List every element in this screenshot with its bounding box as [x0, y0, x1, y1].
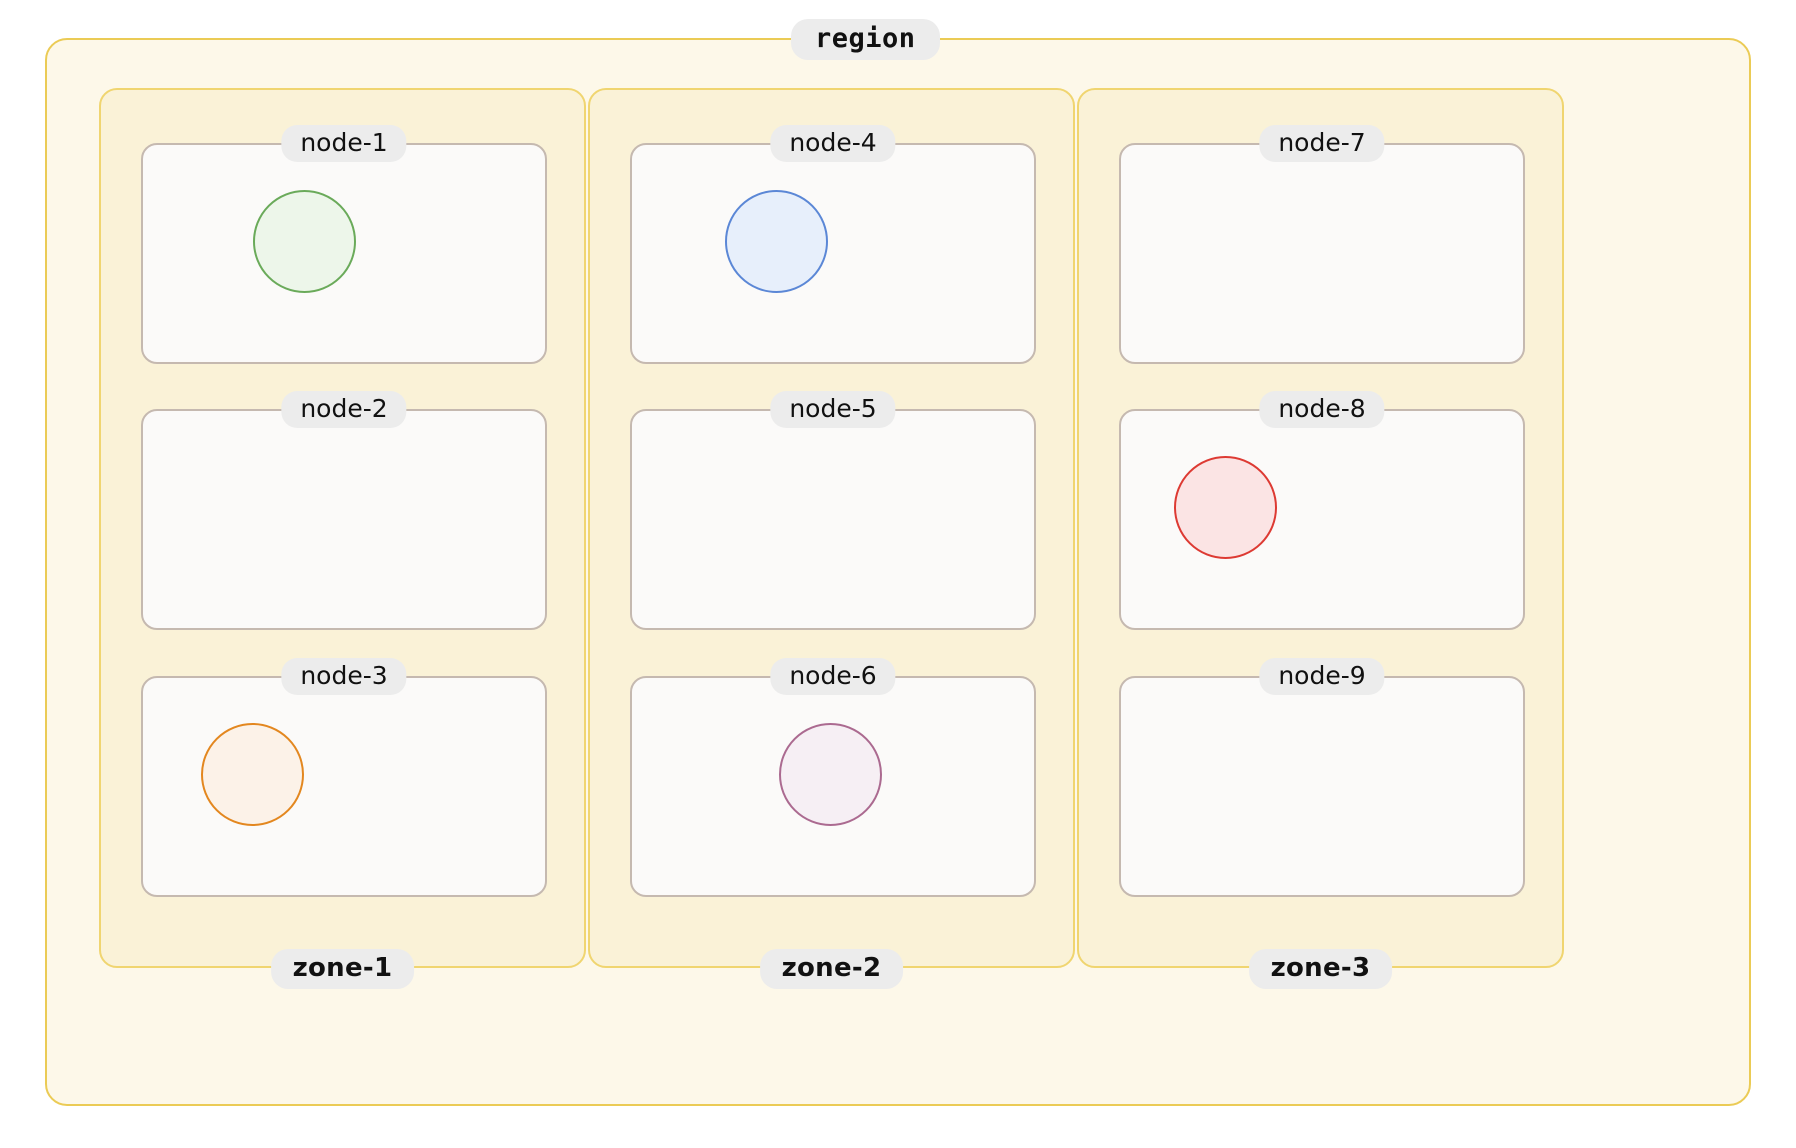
node-label-node-3: node-3	[281, 658, 407, 695]
zone-label-zone-2: zone-2	[759, 949, 904, 989]
node-node-9[interactable]: node-9	[1119, 658, 1525, 897]
node-node-8[interactable]: node-8	[1119, 391, 1525, 630]
node-label-node-6: node-6	[770, 658, 896, 695]
zone-label-zone-3: zone-3	[1248, 949, 1393, 989]
orange-circle	[201, 723, 304, 826]
red-circle	[1174, 456, 1277, 559]
zone-zone-3[interactable]: zone-3 node-7 node-8 node-9	[1077, 88, 1564, 989]
purple-circle	[779, 723, 882, 826]
region-label: region	[791, 19, 940, 60]
zone-zone-1[interactable]: zone-1 node-1 node-2 node-3	[99, 88, 586, 989]
node-node-5[interactable]: node-5	[630, 391, 1036, 630]
node-node-3[interactable]: node-3	[141, 658, 547, 897]
zone-label-zone-1: zone-1	[270, 949, 415, 989]
node-node-7[interactable]: node-7	[1119, 125, 1525, 364]
node-node-2[interactable]: node-2	[141, 391, 547, 630]
node-label-node-7: node-7	[1259, 125, 1385, 162]
node-node-6[interactable]: node-6	[630, 658, 1036, 897]
node-label-node-9: node-9	[1259, 658, 1385, 695]
node-node-1[interactable]: node-1	[141, 125, 547, 364]
node-label-node-1: node-1	[281, 125, 407, 162]
node-node-4[interactable]: node-4	[630, 125, 1036, 364]
node-label-node-2: node-2	[281, 391, 407, 428]
node-label-node-4: node-4	[770, 125, 896, 162]
green-circle	[253, 190, 356, 293]
node-label-node-5: node-5	[770, 391, 896, 428]
zones-row: zone-1 node-1 node-2 node-3 zone-2 node-…	[47, 40, 1749, 1104]
node-label-node-8: node-8	[1259, 391, 1385, 428]
region-container[interactable]: region zone-1 node-1 node-2 node-3 zone-…	[45, 19, 1751, 1106]
blue-circle	[725, 190, 828, 293]
zone-zone-2[interactable]: zone-2 node-4 node-5 node-6	[588, 88, 1075, 989]
